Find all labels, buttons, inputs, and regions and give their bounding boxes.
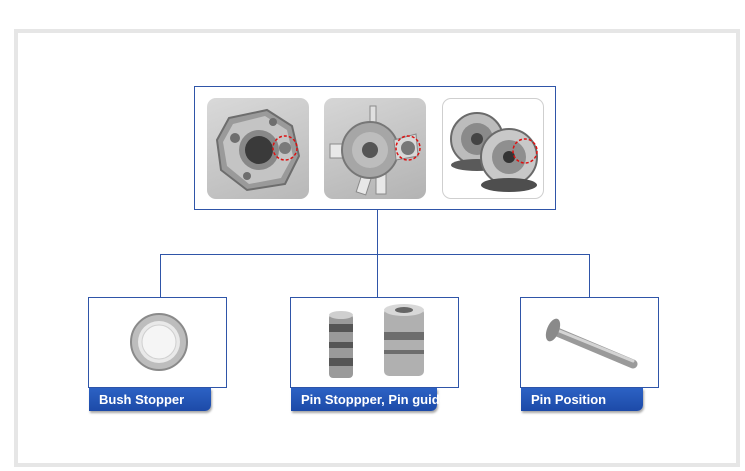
connector-drop-right — [589, 254, 590, 297]
part-box-bush-stopper — [88, 297, 227, 388]
part-box-pin-stopper-guide — [290, 297, 459, 388]
bush-stopper-icon — [130, 313, 188, 371]
part-label-pin-stopper-guide: Pin Stoppper, Pin guide — [291, 388, 447, 411]
part-box-pin-position — [520, 297, 659, 388]
connector-drop-center — [377, 254, 378, 297]
bracket-assembly-icon — [324, 98, 426, 199]
connector-drop-left — [160, 254, 161, 297]
pin-stopper-guide-icon — [329, 304, 424, 378]
connector-vertical-main — [377, 210, 378, 254]
stamped-plate-part-icon — [207, 98, 309, 199]
connector-horizontal — [160, 254, 590, 255]
assembly-image-box — [194, 86, 556, 210]
part-label-bush-stopper: Bush Stopper — [89, 388, 211, 411]
cam-phaser-gears-icon — [442, 98, 544, 199]
pin-position-icon — [545, 318, 638, 369]
part-label-pin-position: Pin Position — [521, 388, 643, 411]
